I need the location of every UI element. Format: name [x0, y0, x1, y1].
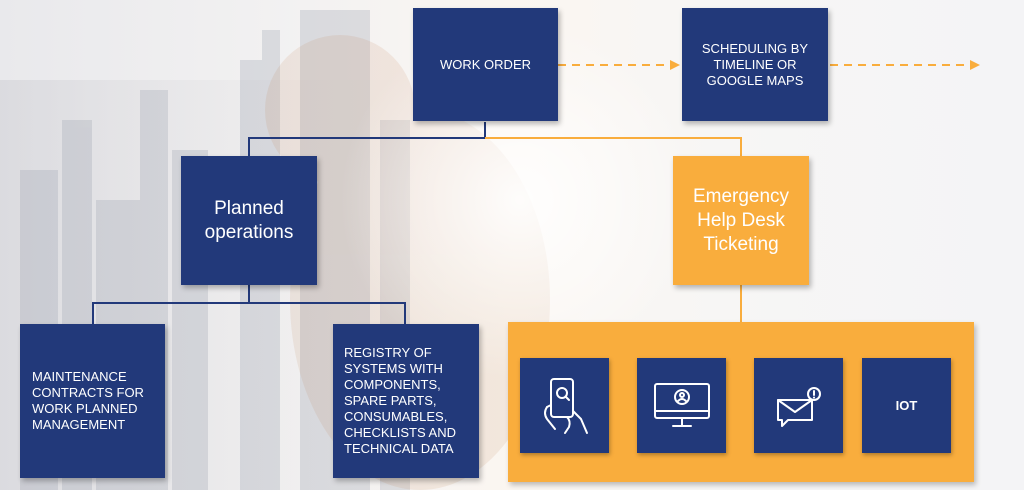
- channel-iot: IOT: [862, 358, 951, 453]
- channel-email: [754, 358, 843, 453]
- work-order-node: WORK ORDER: [413, 8, 558, 121]
- emergency-help-desk-label: Emergency Help Desk Ticketing: [692, 185, 790, 255]
- registry-node: REGISTRY OF SYSTEMS WITH COMPONENTS, SPA…: [333, 324, 479, 478]
- arrowhead-1: [670, 60, 680, 70]
- planned-operations-label: Planned operations: [204, 197, 294, 243]
- arrowhead-2: [970, 60, 980, 70]
- mobile-app-icon: [543, 377, 588, 434]
- web-portal-icon: [653, 382, 710, 427]
- scheduling-label: SCHEDULING BY TIMELINE OR GOOGLE MAPS: [701, 40, 809, 88]
- email-icon: [776, 386, 821, 427]
- input-channels-panel: IOT: [508, 322, 974, 482]
- work-order-label: WORK ORDER: [440, 56, 531, 72]
- channel-web-portal: [637, 358, 726, 453]
- line-workorder-to-planned: [248, 122, 486, 156]
- maintenance-contracts-label: MAINTENANCE CONTRACTS FOR WORK PLANNED M…: [32, 369, 144, 432]
- planned-operations-node: Planned operations: [181, 156, 317, 285]
- maintenance-contracts-node: MAINTENANCE CONTRACTS FOR WORK PLANNED M…: [20, 324, 165, 478]
- scheduling-node: SCHEDULING BY TIMELINE OR GOOGLE MAPS: [682, 8, 828, 121]
- line-planned-to-children: [92, 285, 250, 324]
- channel-mobile-app: [520, 358, 609, 453]
- iot-label: IOT: [895, 398, 918, 413]
- emergency-help-desk-node: Emergency Help Desk Ticketing: [673, 156, 809, 285]
- registry-label: REGISTRY OF SYSTEMS WITH COMPONENTS, SPA…: [344, 345, 456, 456]
- line-planned-to-registry: [249, 302, 406, 324]
- line-workorder-to-emergency: [485, 137, 742, 156]
